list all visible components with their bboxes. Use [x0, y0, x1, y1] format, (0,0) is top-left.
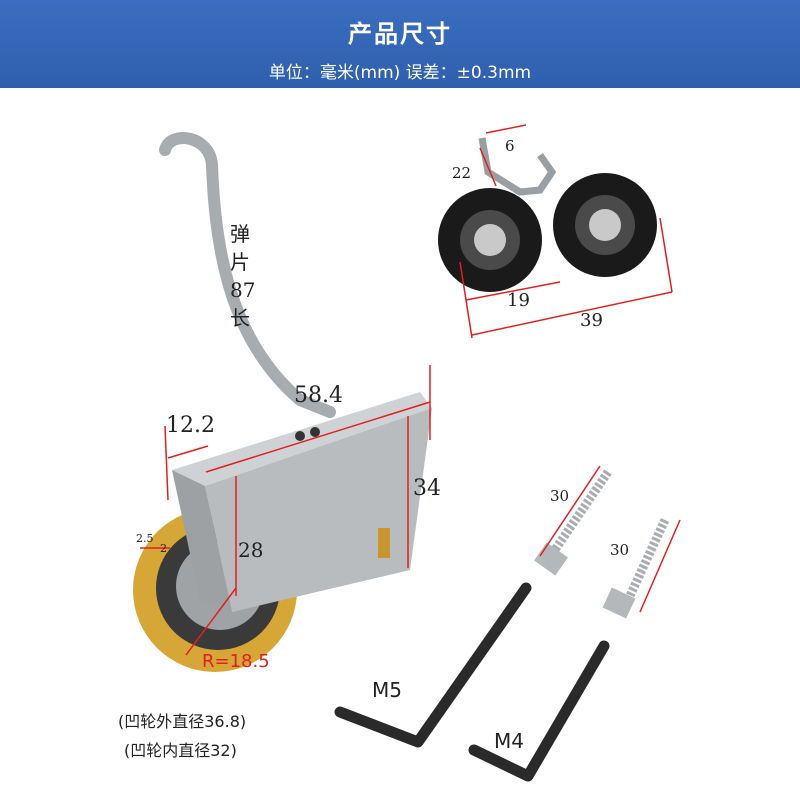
product-illustration — [133, 124, 681, 782]
dim-groove-b-label: 2 — [160, 542, 167, 555]
wrench-m5-label: M5 — [372, 678, 402, 702]
radius-label: R=18.5 — [202, 651, 270, 672]
spring-label-line: 片 — [230, 250, 250, 274]
page-title: 产品尺寸 — [348, 20, 452, 48]
dim-width-label: 12.2 — [166, 413, 215, 438]
screw-b-length-label: 30 — [610, 541, 630, 559]
screw-dim-lines — [539, 465, 681, 613]
roller-image — [133, 132, 432, 672]
twin-wheel-dim-lines — [459, 124, 673, 339]
spring-label-line: 弹 — [230, 222, 250, 246]
spring-length-label: 弹 片 87 长 — [230, 220, 255, 332]
screw-a-length-label: 30 — [550, 487, 570, 505]
inner-diameter-note: (凹轮内直径32) — [124, 741, 237, 760]
dim-inner-label: 19 — [507, 290, 530, 311]
dim-outer-label: 39 — [580, 310, 603, 331]
roller-dim-lines — [140, 365, 431, 656]
page-subtitle: 单位：毫米(mm) 误差：±0.3mm — [268, 63, 532, 83]
header-banner — [0, 0, 800, 88]
dim-length-label: 58.4 — [294, 383, 343, 408]
hex-key-images — [334, 582, 610, 782]
wrench-m4-label: M4 — [494, 729, 524, 753]
screw-images — [534, 469, 670, 619]
outer-diameter-note: (凹轮外直径36.8) — [118, 712, 247, 731]
dim-side-label: 22 — [452, 164, 472, 182]
dim-groove-a-label: 2.5 — [136, 532, 154, 545]
spring-label-line: 长 — [230, 306, 250, 330]
twin-wheel-image — [438, 137, 657, 292]
dim-height-label: 34 — [413, 476, 441, 501]
spring-label-line: 87 — [230, 278, 256, 302]
dim-top-label: 6 — [505, 137, 515, 155]
dim-wheel-label: 28 — [238, 538, 264, 562]
